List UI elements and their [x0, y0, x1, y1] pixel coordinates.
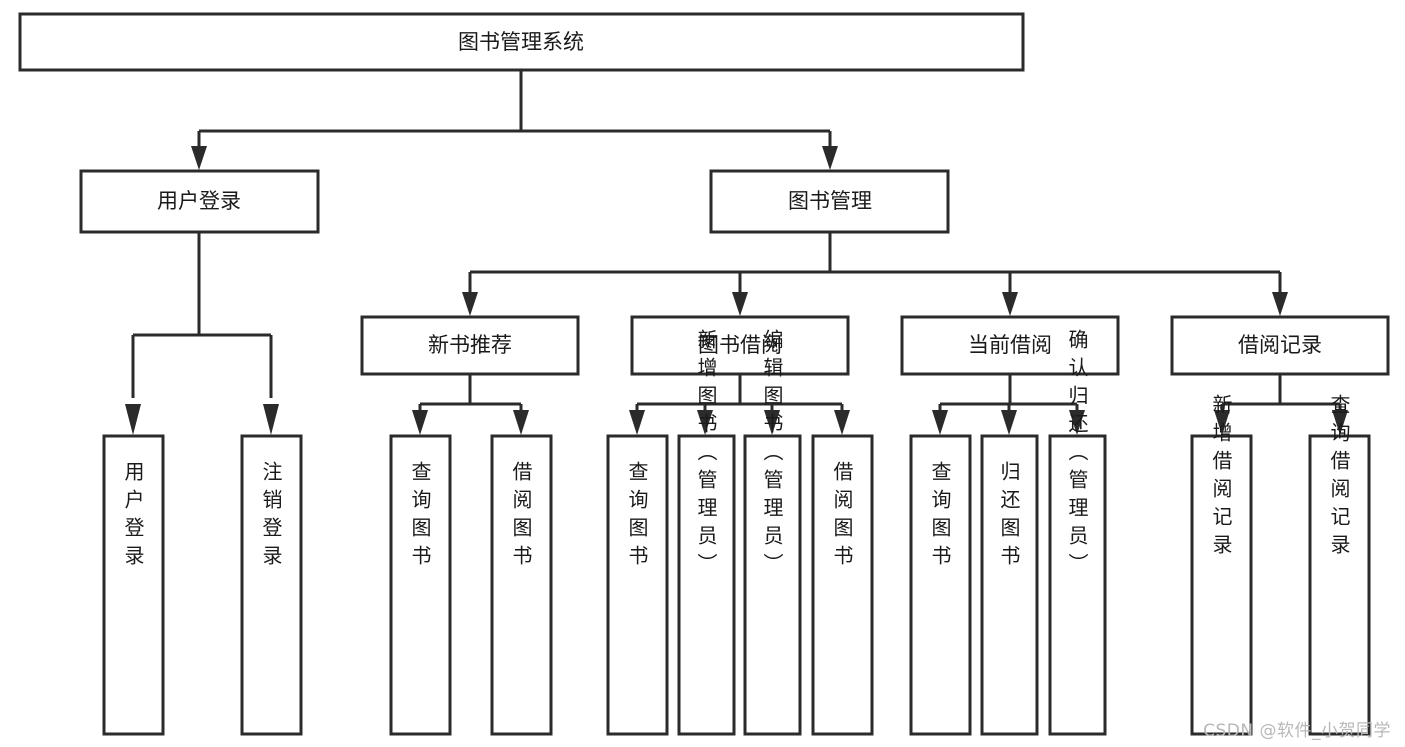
node-current-borrow[interactable]: 当前借阅: [900, 315, 1120, 376]
connector-bookborrow-to-leaves: [629, 374, 850, 435]
connector-userlogin-to-leaves: [125, 232, 279, 435]
arrow-head-icon: [513, 410, 529, 435]
node-user-login[interactable]: 用户登录: [79, 169, 320, 234]
node-leaf-logout-login-label: 注销登录: [259, 461, 283, 573]
arrow-head-icon: [412, 410, 428, 435]
arrow-head-icon: [1001, 410, 1017, 435]
connector-root-to-level2: [191, 70, 838, 170]
arrow-head-icon: [462, 292, 478, 316]
arrow-head-icon: [834, 410, 850, 435]
node-leaf-add-book[interactable]: 新增图书（管理员）: [677, 329, 736, 736]
arrow-head-icon: [125, 404, 141, 435]
node-leaf-query-record-label: 查询借阅记录: [1327, 394, 1351, 562]
connector-currentborrow-to-leaves: [932, 374, 1085, 435]
node-leaf-return-book-label: 归还图书: [997, 461, 1021, 573]
connector-borrowrecord-to-leaves: [1214, 374, 1348, 435]
node-new-book-recommend-label: 新书推荐: [428, 333, 512, 357]
node-leaf-query-book-2-label: 查询图书: [625, 461, 649, 573]
node-book-manage[interactable]: 图书管理: [709, 169, 950, 234]
arrow-head-icon: [1332, 410, 1348, 435]
node-user-login-label: 用户登录: [157, 189, 241, 213]
arrow-head-icon: [1069, 410, 1085, 435]
node-root[interactable]: 图书管理系统: [18, 12, 1025, 72]
arrow-head-icon: [1002, 292, 1018, 316]
node-leaf-query-record[interactable]: 查询借阅记录: [1308, 394, 1371, 736]
node-leaf-query-book-3-label: 查询图书: [928, 461, 952, 573]
node-leaf-add-book-label: 新增图书（管理员）: [694, 329, 718, 581]
node-leaf-return-book[interactable]: 归还图书: [980, 434, 1039, 736]
node-leaf-edit-book[interactable]: 编辑图书（管理员）: [743, 329, 802, 736]
node-leaf-edit-book-label: 编辑图书（管理员）: [760, 329, 784, 581]
arrow-head-icon: [822, 146, 838, 170]
arrow-head-icon: [263, 404, 279, 435]
node-leaf-borrow-book-1-label: 借阅图书: [509, 461, 533, 573]
arrow-head-icon: [1272, 292, 1288, 316]
node-leaf-confirm-return-label: 确认归还（管理员）: [1065, 329, 1089, 581]
arrow-head-icon: [697, 410, 713, 435]
arrow-head-icon: [932, 410, 948, 435]
node-leaf-borrow-book-1[interactable]: 借阅图书: [490, 434, 553, 736]
node-current-borrow-label: 当前借阅: [968, 333, 1052, 357]
node-leaf-confirm-return[interactable]: 确认归还（管理员）: [1048, 329, 1107, 736]
connector-bookmanage-to-level3: [462, 232, 1288, 316]
node-root-label: 图书管理系统: [458, 30, 584, 54]
node-borrow-record[interactable]: 借阅记录: [1170, 315, 1390, 376]
connector-newbook-to-leaves: [412, 374, 529, 435]
node-new-book-recommend[interactable]: 新书推荐: [360, 315, 580, 376]
node-leaf-borrow-book-2-label: 借阅图书: [830, 461, 854, 573]
node-leaf-query-book-1-label: 查询图书: [408, 461, 432, 573]
node-leaf-user-login[interactable]: 用户登录: [102, 434, 165, 736]
arrow-head-icon: [764, 410, 780, 435]
node-book-borrow[interactable]: 图书借阅: [630, 315, 850, 376]
node-book-borrow-label: 图书借阅: [698, 333, 782, 357]
node-borrow-record-label: 借阅记录: [1238, 333, 1322, 357]
node-leaf-query-book-3[interactable]: 查询图书: [909, 434, 972, 736]
node-book-manage-label: 图书管理: [788, 189, 872, 213]
node-leaf-query-book-2[interactable]: 查询图书: [606, 434, 669, 736]
node-leaf-add-record-label: 新增借阅记录: [1209, 394, 1233, 562]
arrow-head-icon: [732, 292, 748, 316]
node-leaf-logout-login[interactable]: 注销登录: [240, 434, 303, 736]
arrow-head-icon: [1214, 410, 1230, 435]
node-leaf-borrow-book-2[interactable]: 借阅图书: [811, 434, 874, 736]
arrow-head-icon: [629, 410, 645, 435]
node-leaf-user-login-label: 用户登录: [121, 461, 145, 573]
csdn-watermark: CSDN @软件_小贺同学: [1203, 721, 1391, 741]
arrow-head-icon: [191, 146, 207, 170]
node-leaf-query-book-1[interactable]: 查询图书: [389, 434, 452, 736]
node-leaf-add-record[interactable]: 新增借阅记录: [1190, 394, 1253, 736]
